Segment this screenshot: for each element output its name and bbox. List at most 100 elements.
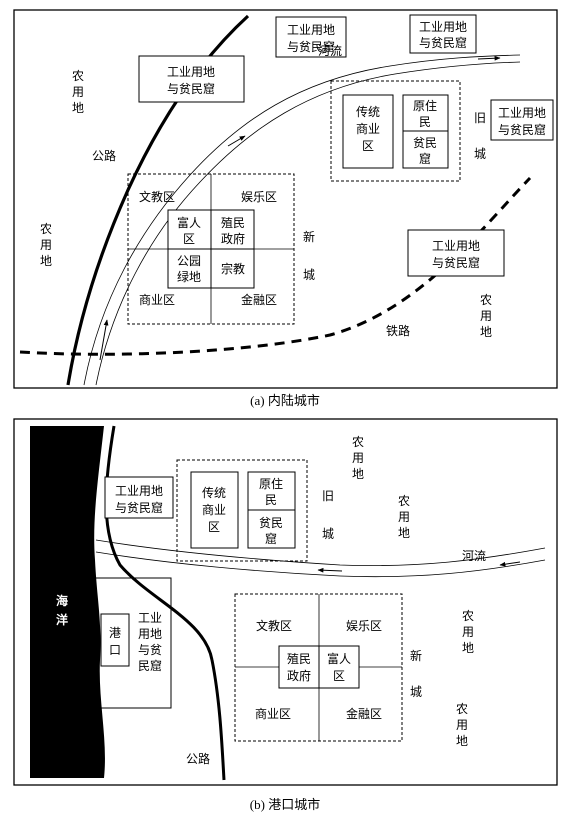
svg-text:工业用地: 工业用地: [498, 106, 546, 120]
svg-text:工业用地: 工业用地: [287, 23, 335, 37]
svg-text:商业: 商业: [356, 121, 380, 136]
panel-a-entertainment: 娱乐区: [241, 190, 277, 204]
svg-text:新: 新: [303, 229, 315, 244]
panel-b-finance: 金融区: [346, 706, 382, 721]
panel-a-railway: [19, 176, 532, 356]
svg-text:与贫民窟: 与贫民窟: [287, 39, 335, 54]
panel-a-commerce: 商业区: [139, 292, 175, 307]
svg-text:区: 区: [183, 232, 195, 246]
panel-a-new-city-block: 文教区 娱乐区 富人 区 殖民 政府 公园 绿地 宗教 商业区 金融区: [127, 173, 295, 325]
svg-text:农: 农: [72, 69, 84, 83]
panel-a-old-city-label: 旧 城: [474, 111, 486, 161]
panel-b-entertainment: 娱乐区: [346, 619, 382, 633]
svg-text:用: 用: [40, 238, 52, 252]
panel-b-new-city-label: 新 城: [410, 648, 422, 699]
svg-text:地: 地: [352, 467, 364, 481]
panel-a-farmland-3: 农 用 地: [480, 293, 492, 339]
svg-text:城: 城: [303, 268, 315, 282]
svg-text:区: 区: [362, 139, 374, 153]
panel-a-river-flow-arrow-3: [477, 55, 501, 61]
svg-text:贫民: 贫民: [259, 515, 283, 530]
panel-b-caption: (b) 港口城市: [250, 797, 320, 812]
panel-b-port-industrial: 港 口 工业 用地 与贫 民窟: [92, 577, 172, 709]
svg-text:与贫民窟: 与贫民窟: [498, 122, 546, 137]
svg-text:用地: 用地: [138, 627, 162, 641]
panel-a-caption: (a) 内陆城市: [250, 393, 320, 408]
panel-b-road-label: 公路: [186, 751, 210, 766]
svg-text:政府: 政府: [221, 231, 245, 246]
panel-a-colonial-gov: 殖民: [221, 215, 245, 230]
panel-b-farmland-3: 农 用 地: [462, 609, 474, 655]
panel-b-industrial-slum-1: 工业用地 与贫民窟: [104, 476, 174, 519]
svg-text:地: 地: [462, 641, 474, 655]
svg-text:地: 地: [40, 254, 52, 268]
panel-a-industrial-slum-4: 工业用地 与贫民窟: [490, 99, 554, 141]
panel-b-river-flow-arrow-2: [499, 561, 521, 567]
svg-text:旧: 旧: [322, 489, 334, 503]
svg-text:原住: 原住: [413, 99, 437, 113]
svg-text:民窟: 民窟: [138, 658, 162, 673]
svg-text:与贫民窟: 与贫民窟: [115, 500, 163, 515]
panel-a-industrial-slum-1: 工业用地 与贫民窟: [138, 55, 245, 103]
svg-text:地: 地: [456, 734, 468, 748]
panel-b-culture-edu: 文教区: [256, 618, 292, 633]
panel-a-railway-label: 铁路: [386, 323, 410, 338]
panel-a-rich: 富人: [177, 215, 201, 230]
panel-a-finance: 金融区: [241, 292, 277, 307]
svg-text:地: 地: [480, 325, 492, 339]
panel-b-ocean-label-1: 海: [56, 593, 68, 608]
svg-text:窟: 窟: [265, 531, 277, 546]
svg-text:地: 地: [72, 101, 84, 115]
panel-b-port: [100, 613, 130, 667]
panel-a-river-label: 河流: [318, 44, 342, 58]
panel-b-frame: [13, 418, 558, 786]
panel-a-farmland-1: 农 用 地: [72, 69, 84, 115]
panel-b-port-city: 海 洋 工业用地 与贫民窟 港 口 工业 用地 与贫 民窟: [13, 418, 558, 786]
panel-a-industrial-slum-3: 工业用地 与贫民窟: [409, 14, 477, 54]
svg-text:工业用地: 工业用地: [167, 65, 215, 79]
panel-b-river-flow-arrow-1: [317, 567, 343, 573]
panel-a-industrial-slum-5: 工业用地 与贫民窟: [407, 229, 505, 277]
svg-text:与贫民窟: 与贫民窟: [419, 35, 467, 50]
svg-text:工业用地: 工业用地: [432, 239, 480, 253]
svg-text:与贫民窟: 与贫民窟: [432, 255, 480, 270]
panel-b-colonial-gov: 殖民: [287, 651, 311, 666]
svg-text:农: 农: [480, 293, 492, 307]
panel-b-river: [95, 539, 546, 578]
svg-text:原住: 原住: [259, 477, 283, 491]
panel-b-ocean-label-2: 洋: [56, 612, 68, 627]
panel-a-new-city-label: 新 城: [303, 229, 315, 282]
svg-text:地: 地: [398, 526, 410, 540]
svg-text:与贫: 与贫: [138, 642, 162, 657]
panel-b-river-label: 河流: [462, 549, 486, 563]
panel-a-river-flow-arrow-1: [99, 319, 109, 361]
svg-text:城: 城: [322, 527, 334, 541]
panel-a-road-label: 公路: [92, 148, 116, 163]
svg-text:新: 新: [410, 648, 422, 663]
panel-a-farmland-2: 农 用 地: [40, 222, 52, 268]
svg-text:用: 用: [456, 718, 468, 732]
panel-b-ocean: [30, 426, 105, 778]
svg-text:区: 区: [208, 520, 220, 534]
svg-text:旧: 旧: [474, 111, 486, 125]
svg-text:传统: 传统: [202, 485, 226, 500]
panel-a-inland-city: 工业用地 与贫民窟 工业用地 与贫民窟 工业用地 与贫民窟 工业用地 与贫民窟 …: [13, 9, 558, 389]
svg-text:工业用地: 工业用地: [419, 20, 467, 34]
svg-text:民: 民: [265, 493, 277, 507]
svg-text:用: 用: [398, 510, 410, 524]
panel-b-farmland-2: 农 用 地: [398, 494, 410, 540]
svg-text:传统: 传统: [356, 104, 380, 119]
svg-text:政府: 政府: [287, 668, 311, 683]
panel-a-frame: [13, 9, 558, 389]
panel-b-new-city-block: 文教区 娱乐区 殖民 政府 富人 区 商业区 金融区: [234, 593, 403, 742]
svg-text:农: 农: [398, 494, 410, 508]
svg-text:城: 城: [410, 685, 422, 699]
svg-text:与贫民窟: 与贫民窟: [167, 81, 215, 96]
panel-b-old-city-block: 传统 商业 区 原住 民 贫民 窟: [176, 459, 308, 562]
svg-text:农: 农: [456, 702, 468, 716]
panel-b-traditional-commerce: [190, 471, 239, 549]
panel-a-traditional-commerce: [342, 94, 394, 169]
svg-text:农: 农: [352, 435, 364, 449]
panel-a-river: [83, 54, 521, 386]
svg-text:用: 用: [462, 625, 474, 639]
